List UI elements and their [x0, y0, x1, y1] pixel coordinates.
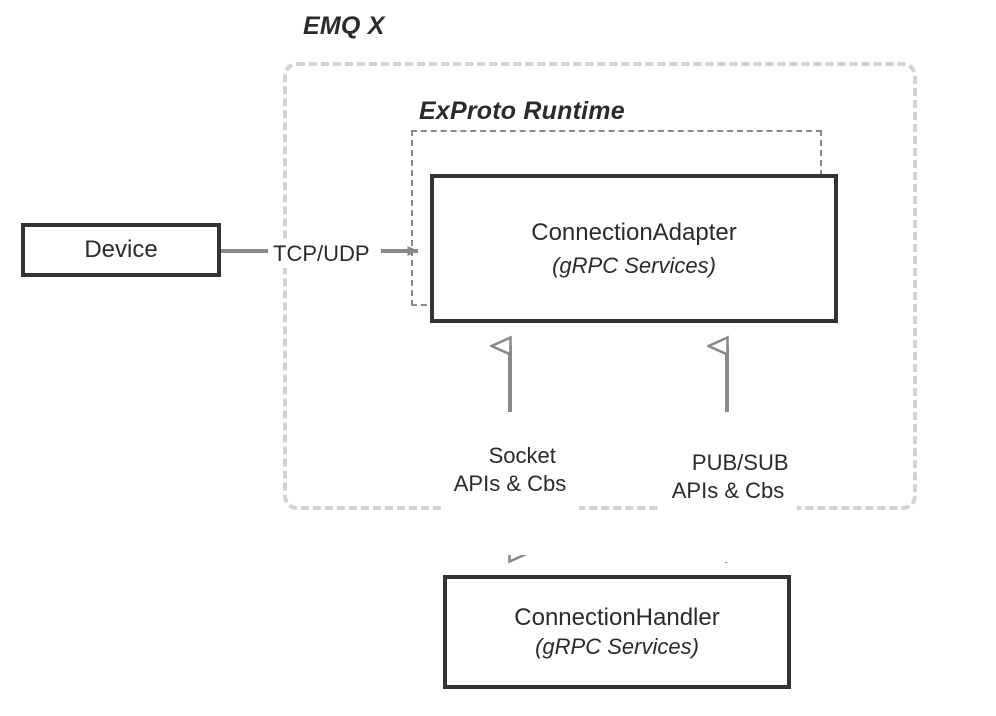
node-connection-handler-subtitle: (gRPC Services) — [535, 634, 699, 659]
node-connection-adapter-title: ConnectionAdapter — [531, 218, 737, 246]
edge-label-pubsub-apis-line1: PUB/SUB — [691, 450, 789, 476]
node-connection-adapter[interactable]: ConnectionAdapter (gRPC Services) — [430, 174, 838, 323]
edge-label-socket-apis-line1: Socket — [488, 443, 556, 469]
edge-label-pubsub-apis-line2: APIs & Cbs — [671, 478, 785, 504]
edge-label-socket-apis-line2: APIs & Cbs — [453, 471, 567, 497]
node-connection-handler-title: ConnectionHandler — [514, 604, 720, 631]
edge-label-tcp-udp: TCP/UDP — [271, 240, 372, 269]
node-connection-adapter-subtitle: (gRPC Services) — [552, 252, 716, 278]
zone-exproto-runtime-label: ExProto Runtime — [419, 97, 625, 125]
zone-emqx — [283, 62, 917, 510]
node-device-title: Device — [84, 236, 158, 263]
zone-emqx-label: EMQ X — [303, 12, 385, 40]
node-device[interactable]: Device — [21, 223, 221, 277]
node-connection-handler[interactable]: ConnectionHandler (gRPC Services) — [443, 575, 791, 689]
